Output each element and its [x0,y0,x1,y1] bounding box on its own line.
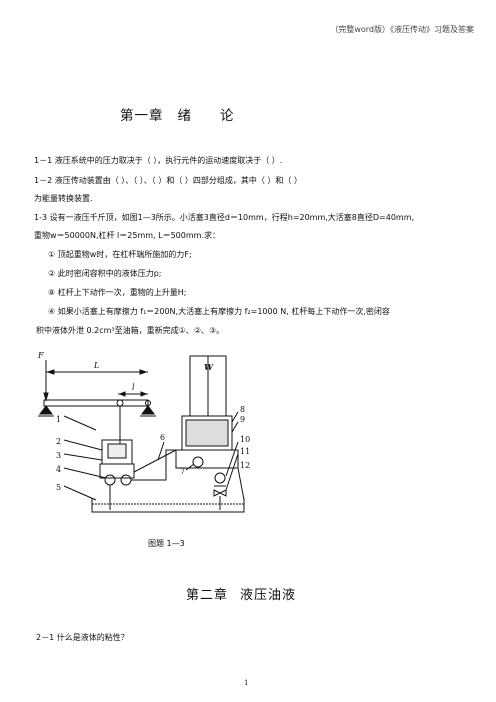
label-F: F [37,351,44,360]
question-1-1: 1－1 液压系统中的压力取决于（ ），执行元件的运动速度取决于（ ）. [34,156,283,165]
part-number-1: 1 [56,415,61,424]
check-valve-4 [104,474,116,486]
part-number-6: 6 [160,433,165,442]
figure-caption: 图题 1—3 [148,539,185,548]
part-number-2: 2 [56,437,61,446]
pivot-left [116,399,124,407]
chapter-2-number: 第二章 [186,588,229,603]
part-number-11: 11 [240,447,250,456]
part-number-4: 4 [56,465,61,474]
question-1-3-line-1: 1-3 设有一液压千斤顶，如图1—3所示。小活塞3直径d＝10mm，行程h=20… [34,213,415,222]
chapter-2-name: 液压油液 [240,588,297,603]
question-1-3-item-4: ④ 如果小活塞上有摩擦力 f₁＝200N,大活塞上有摩擦力 f₂=1000 N,… [48,307,390,316]
question-1-2-line-2: 为能量转换装置. [34,194,93,203]
question-1-3-item-3: ⑧ 杠杆上下动作一次，重物的上升量H; [48,288,187,297]
part-number-5: 5 [56,483,61,492]
chapter-1-number: 第一章 [120,108,164,124]
label-l: l [132,383,135,392]
question-1-3-line-2: 重物w＝50000N,杠杆 l＝25mm, L＝500mm.求： [34,231,220,240]
lever [43,399,149,407]
chapter-1-title-char-1: 绪 [177,108,192,124]
oil-tank [91,498,245,513]
part-number-10: 10 [240,435,250,444]
page-number: 1 [244,679,249,687]
page-header: （完整word版）《液压传动》习题及答案 [330,25,474,34]
valve-10 [214,472,226,484]
jack-figure: F L l W 1 2 3 4 5 6 7 8 9 10 11 12 [37,351,250,513]
part-number-8: 8 [240,405,245,414]
part-number-9: 9 [240,415,245,424]
part-number-3: 3 [56,451,61,460]
chapter-1-title-char-2: 论 [220,108,235,124]
label-W: W [204,362,214,372]
part-number-12: 12 [240,461,250,470]
chapter-2-title: 第二章液压油液 [186,584,296,603]
question-1-2-line-1: 1－2 液压传动装置由（ ）、（ ）、（ ）和（ ）四部分组成，其中（ ）和（ … [34,176,302,185]
question-2-1: 2－1 什么是液体的粘性？ [36,633,129,642]
question-1-3-item-2: ② 此时密闭容积中的液体压力p; [48,269,162,278]
chapter-1-title: 第一章绪 论 [120,104,235,124]
question-1-3-item-1: ① 顶起重物w时，在杠杆端所施加的力F; [48,250,192,259]
label-L: L [93,361,99,370]
part-number-7: 7 [180,467,185,476]
question-1-3-item-4-cont: 积中液体外泄 0.2cm³至油箱，重新完成①、②、③。 [36,326,225,335]
check-valve-7 [192,456,204,468]
